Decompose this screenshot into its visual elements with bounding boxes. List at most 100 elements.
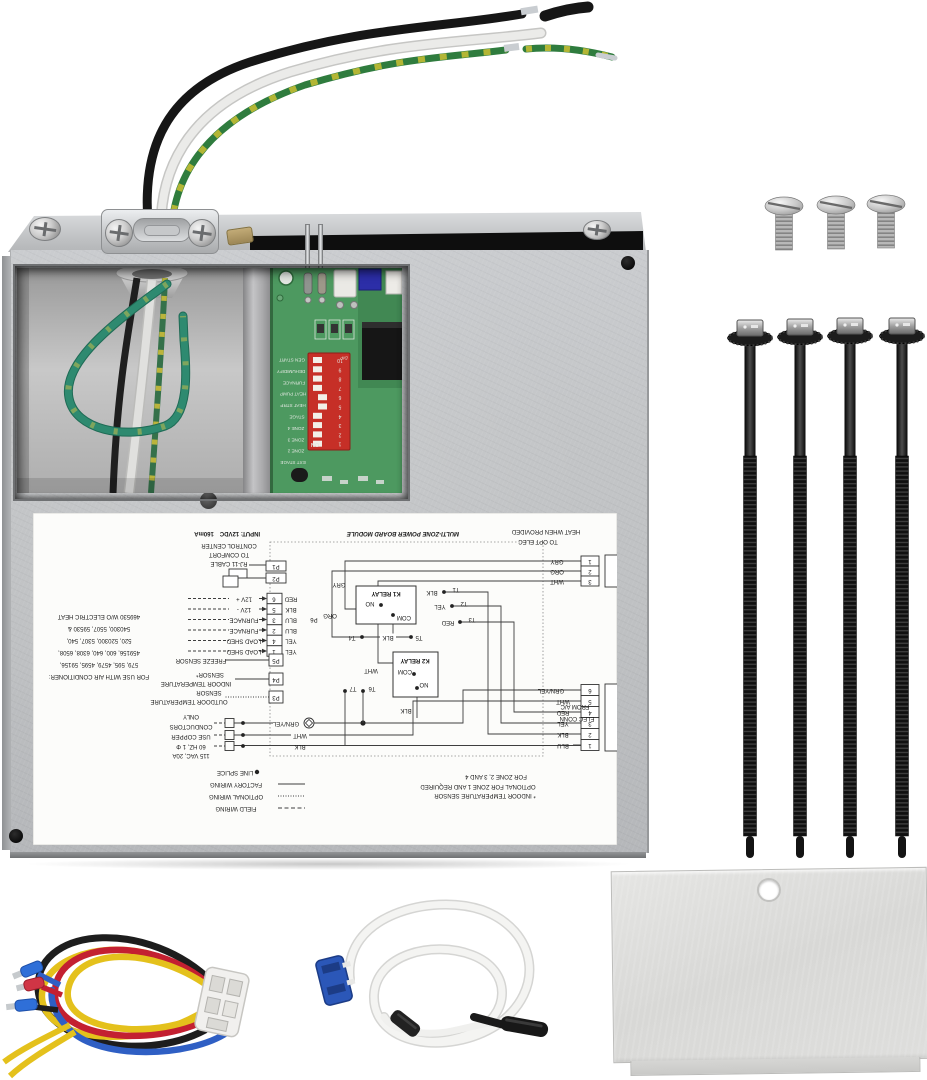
model-list: 469530 W/O ELECTRIC HEAT 540300, 5507, 5… [49, 613, 150, 679]
clamp-screw-right [188, 219, 216, 247]
box-screw-left [29, 217, 61, 241]
svg-text:RED: RED [556, 709, 569, 715]
svg-text:6: 6 [272, 596, 276, 602]
svg-text:10: 10 [337, 357, 343, 363]
smd-outline-3 [342, 319, 355, 340]
screw-2 [816, 195, 856, 250]
label-input-rating: INPUT: 12VDC [219, 530, 260, 536]
svg-text:OPTIONAL WIRING: OPTIONAL WIRING [209, 793, 263, 799]
svg-text:4: 4 [588, 709, 592, 715]
rj11-ports: P1 P2 [222, 560, 287, 588]
svg-text:OPTIONAL FOR ZONE 1 AND REQUIR: OPTIONAL FOR ZONE 1 AND REQUIRED [420, 783, 536, 789]
box-side-face [2, 256, 11, 850]
sensor-note: FOR ZONE 2, 3 AND 4 OPTIONAL FOR ZONE 1 … [420, 773, 536, 798]
pcb-component-blue [358, 268, 382, 291]
svg-text:4: 4 [272, 638, 276, 644]
module-boundary [269, 541, 544, 757]
screw-3 [866, 194, 906, 249]
svg-text:WHT: WHT [556, 698, 570, 704]
svg-text:INDOOR TEMPERATURE: INDOOR TEMPERATURE [161, 680, 231, 686]
svg-text:8: 8 [338, 376, 341, 382]
svg-text:ORG: ORG [550, 568, 564, 574]
smd-7 [376, 480, 384, 484]
svg-text:HEAT PUMP: HEAT PUMP [280, 392, 306, 397]
svg-text:12V -: 12V - [237, 606, 251, 612]
svg-text:FACTORY WIRING: FACTORY WIRING [210, 781, 262, 787]
crimp-terminal-blue-2 [5, 998, 38, 1012]
solder-pad-3 [336, 301, 344, 309]
opt-elec-connector: 1 2 3 GRY ORG WHT [550, 554, 617, 588]
sensor-probe [500, 1016, 549, 1037]
bolt-3 [827, 317, 873, 858]
box-bottom-edge [10, 852, 646, 858]
ground-loop-stripe [65, 281, 189, 436]
t4-t5-row: T4 BLK T5 [348, 633, 423, 641]
svg-text:YEL: YEL [285, 638, 297, 644]
dip-numbers: 10 9 8 7 6 5 4 3 2 1 [337, 357, 343, 447]
svg-text:469530 W/O ELECTRIC HEAT: 469530 W/O ELECTRIC HEAT [58, 613, 141, 619]
temperature-sensor-cable [315, 899, 549, 1048]
smd-6 [358, 476, 368, 481]
blue-tail-1 [36, 971, 62, 988]
harness-yellow-wire-1 [64, 953, 212, 1033]
sensor-ports: P5 FREEZE SENSOR P4 SENSOR* INDOOR TEMPE… [150, 653, 284, 704]
dip-on-label: ON [311, 441, 319, 447]
circuit-board: 10 9 8 7 6 5 4 3 2 1 ON DIP GEN START DE… [270, 268, 402, 493]
svg-text:60 HZ, 1 Φ: 60 HZ, 1 Φ [176, 743, 206, 749]
opt-elec-line1: TO OPT ELEC [518, 538, 558, 544]
bolt-2 [777, 318, 823, 858]
svg-text:K2 RELAY: K2 RELAY [400, 657, 429, 663]
svg-text:OUTDOOR TEMPERATURE: OUTDOOR TEMPERATURE [150, 698, 227, 704]
svg-text:ZONE 2: ZONE 2 [287, 449, 304, 454]
svg-text:ELEC CONN: ELEC CONN [559, 715, 594, 721]
svg-text:540300, 5507, 59530 &: 540300, 5507, 59530 & [68, 625, 130, 631]
svg-text:2: 2 [338, 431, 341, 437]
svg-text:K1 RELAY: K1 RELAY [371, 590, 400, 596]
pcb-pad [276, 294, 284, 302]
svg-text:SENSOR: SENSOR [196, 689, 222, 695]
bolt-4 [879, 317, 925, 858]
svg-text:FOR USE WITH AIR CONDITIONER:: FOR USE WITH AIR CONDITIONER: [49, 673, 150, 679]
box-top-slot [250, 231, 643, 251]
svg-text:COM: COM [398, 668, 412, 674]
svg-text:520, 520300, 5307, 540,: 520, 520300, 5307, 540, [66, 637, 131, 643]
legend: LINE SPLICE FACTORY WIRING OPTIONAL WIRI… [209, 769, 305, 811]
pcb-edge [270, 268, 273, 493]
wire-harness [2, 934, 250, 1079]
pcb-component-black-top [362, 322, 402, 328]
svg-text:GEN START: GEN START [279, 358, 305, 363]
svg-text:3: 3 [588, 578, 592, 584]
bolt-1 [727, 319, 773, 858]
svg-text:NO: NO [419, 681, 428, 687]
svg-text:BLK: BLK [426, 589, 437, 595]
cable-clamp [101, 209, 219, 254]
smd-1 [317, 324, 324, 333]
svg-text:ZONE 4: ZONE 4 [287, 426, 304, 431]
svg-text:T3: T3 [468, 616, 476, 622]
svg-text:RED: RED [441, 619, 454, 625]
svg-text:1: 1 [338, 441, 341, 447]
svg-text:P3: P3 [272, 694, 280, 700]
svg-text:DEHUMIDIFY: DEHUMIDIFY [277, 369, 306, 374]
svg-text:T6: T6 [368, 685, 376, 691]
svg-text:GRY: GRY [551, 558, 564, 564]
svg-text:* INDOOR TEMPERATURE SENSOR: * INDOOR TEMPERATURE SENSOR [434, 792, 536, 798]
black-wire-cut-piece [539, 1, 594, 22]
interior-divider [243, 268, 270, 493]
svg-text:YEL: YEL [557, 720, 569, 726]
svg-text:BLK: BLK [294, 743, 305, 749]
svg-text:T1: T1 [452, 586, 460, 592]
svg-text:579, 595, 4579, 4595, 59156,: 579, 595, 4579, 4595, 59156, [59, 661, 138, 667]
rj11-plug-icon [222, 575, 239, 588]
svg-text:1: 1 [272, 648, 276, 654]
p6-connector: 12V + 12V - FURNACE FURNACE LOAD SHED LO… [188, 592, 318, 657]
wiring-diagram-label: MULTI-ZONE POWER BOARD MODULE INPUT: 12V… [33, 513, 617, 845]
svg-text:HEAT STRP: HEAT STRP [280, 403, 305, 408]
svg-text:WHT: WHT [364, 667, 378, 673]
pcb-mount-hole [278, 270, 294, 286]
svg-text:FURNACE: FURNACE [229, 617, 258, 623]
ac-connector: GRN/YEL WHT RED YEL BLK BLU 6 5 4 3 2 1 … [537, 683, 617, 752]
svg-text:ORG: ORG [323, 612, 337, 618]
svg-text:GRN/YEL: GRN/YEL [272, 720, 299, 726]
clamp-screw-left [105, 219, 133, 247]
